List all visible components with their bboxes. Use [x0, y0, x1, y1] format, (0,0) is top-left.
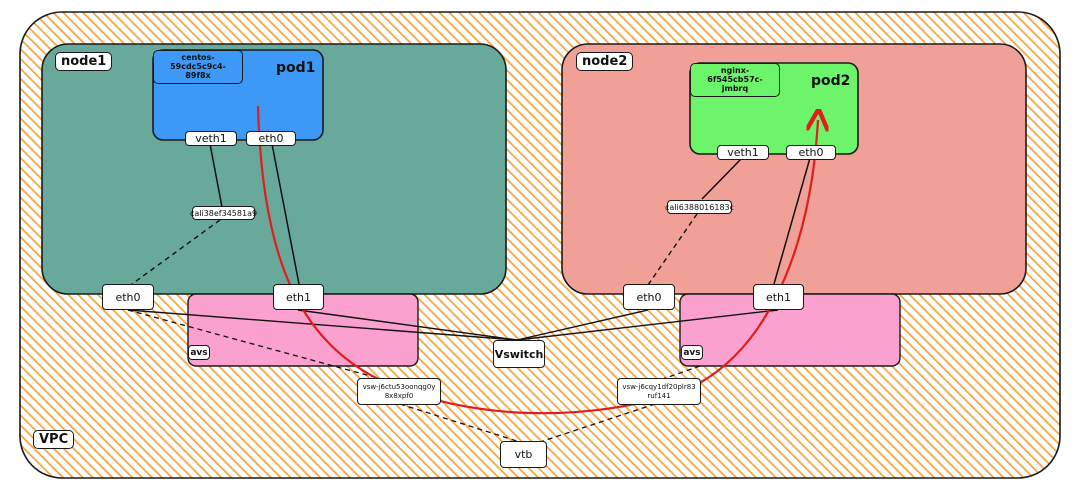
- pod2-veth1: veth1: [717, 145, 769, 160]
- link-cali1-eth0: [127, 219, 221, 288]
- link-vsw1-vtb: [399, 403, 521, 443]
- link-cali2-eth0: [647, 213, 698, 286]
- vtb: vtb: [500, 441, 547, 468]
- node2-label: node2: [576, 52, 634, 71]
- link-eth1n1-vswitch: [297, 309, 518, 341]
- avs-node1: avs: [188, 345, 210, 360]
- link-eth0n2-vswitch: [516, 309, 649, 341]
- link-eth0n1-vswitch: [127, 309, 518, 341]
- link-eth1n2-vswitch: [516, 309, 779, 341]
- node1-eth1: eth1: [273, 284, 324, 310]
- node2-eth1: eth1: [753, 284, 804, 310]
- link-veth1-cali2: [701, 157, 743, 200]
- vsw-2: vsw-j6cqy1df20plr83ruf141: [617, 378, 701, 405]
- cali-node1: cali38ef34581a9: [190, 206, 257, 220]
- link-pod2-eth0-eth1: [773, 157, 811, 285]
- pod2-eth0: eth0: [786, 145, 836, 160]
- node1-label: node1: [55, 52, 113, 71]
- pod1-veth1: veth1: [185, 131, 237, 146]
- pod1-title: pod1: [276, 60, 316, 76]
- link-pod1-eth0-eth1: [271, 143, 300, 285]
- cali-node2: cali6388016183c: [665, 200, 734, 214]
- node2-eth0: eth0: [623, 284, 675, 310]
- vswitch: Vswitch: [493, 340, 545, 368]
- avs-node2: avs: [681, 345, 703, 360]
- link-avs2-vsw2: [659, 365, 701, 381]
- vsw-1: vsw-j6ctu53oonqg0y8x8xpf0: [357, 378, 441, 405]
- pod2-name: nginx-6f545cb57c-jmbrq: [690, 63, 780, 97]
- link-veth1-cali1: [209, 143, 223, 208]
- pod2-title: pod2: [811, 73, 851, 89]
- node1-eth0: eth0: [102, 284, 154, 310]
- pod1-name: centos-59cdc5c9c4-89f8x: [153, 50, 243, 84]
- link-vsw2-vtb: [539, 403, 656, 443]
- pod1-eth0: eth0: [246, 131, 296, 146]
- vpc-label: VPC: [33, 430, 75, 449]
